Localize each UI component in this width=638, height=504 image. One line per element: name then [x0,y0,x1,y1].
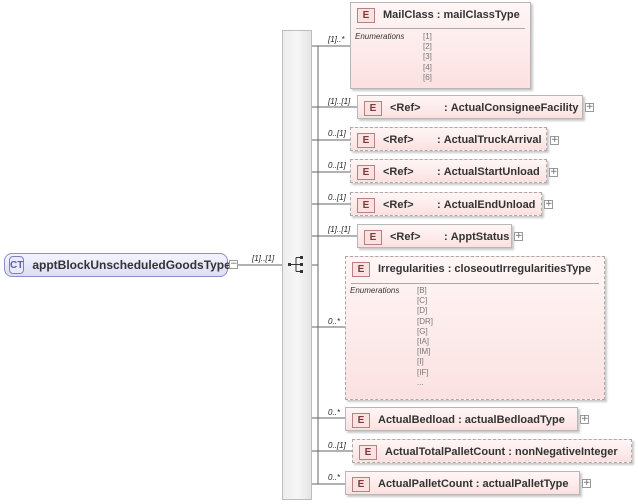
enumeration-value: [IF] [417,367,429,377]
element-mailclass-type: mailClassType [443,9,520,21]
element-actualendunload-name: ActualEndUnload [443,199,536,211]
enumeration-value: [C] [417,296,428,306]
element-badge: E [352,412,370,428]
enumeration-value: [1] [423,32,432,41]
expand-toggle[interactable]: + [549,167,558,177]
element-badge: E [364,229,382,245]
enumeration-value: [6] [423,72,432,82]
multiplicity-actualtruckarrival: 0..[1] [328,129,346,138]
type-separator: : [472,478,483,490]
multiplicity-actualbedload: 0..* [328,408,341,417]
ref-label: <Ref> [390,102,421,114]
element-actualtotalpalletcount-type: nonNegativeInteger [514,446,618,458]
enumeration-value: [3] [423,52,432,62]
enumeration-value: ... [417,377,424,387]
expand-toggle[interactable]: + [580,414,589,424]
complex-type-badge: CT [9,256,25,274]
enum-divider [351,283,599,284]
enumeration-value: [DR] [417,316,433,326]
sequence-icon [288,256,303,273]
element-actualconsigneefacility-name: ActualConsigneeFacility [450,102,579,114]
expand-toggle[interactable]: + [544,199,553,209]
element-actualpalletcount-type: actualPalletType [482,478,569,490]
element-badge: E [357,197,375,213]
collapse-toggle[interactable]: − [229,259,238,269]
enumeration-list: [B][C][D][DR][G][IA][IM][I][IF]... [417,286,433,388]
ref-label: <Ref> [383,134,414,146]
element-badge: E [352,261,370,277]
element-actualtotalpalletcount-name: ActualTotalPalletCount [385,446,506,458]
element-apptstatus[interactable]: E <Ref> : ApptStatus [357,224,512,248]
sequence-multiplicity: [1]..[1] [252,254,275,263]
element-actualbedload-name: ActualBedload [378,414,456,426]
expand-toggle[interactable]: + [585,102,594,112]
enumeration-value: [B] [417,286,427,295]
element-mailclass[interactable]: E MailClass : mailClassType Enumerations… [350,2,531,89]
multiplicity-actualconsigneefacility: [1]..[1] [328,97,351,106]
multiplicity-actualstartunload: 0..[1] [328,161,346,170]
element-actualbedload[interactable]: E ActualBedload : actualBedloadType [345,407,578,431]
type-separator: : [444,102,451,114]
expand-toggle[interactable]: + [514,231,523,241]
type-separator: : [437,199,444,211]
element-actualendunload[interactable]: E <Ref> : ActualEndUnload [350,192,542,216]
type-separator: : [433,9,444,21]
element-badge: E [357,132,375,148]
multiplicity-actualendunload: 0..[1] [328,193,346,202]
type-separator: : [455,414,465,426]
element-badge: E [359,444,377,460]
type-separator: : [437,166,444,178]
element-irregularities-type: closeoutIrregularitiesType [454,263,592,275]
element-badge: E [357,7,375,23]
multiplicity-actualtotalpalletcount: 0..[1] [328,441,346,450]
element-actualpalletcount-name: ActualPalletCount [378,478,473,490]
complex-type-box[interactable]: CT apptBlockUnscheduledGoodsType [4,253,231,277]
ref-label: <Ref> [383,199,414,211]
type-separator: : [444,231,451,243]
element-actualbedload-type: actualBedloadType [464,414,565,426]
element-actualconsigneefacility[interactable]: E <Ref> : ActualConsigneeFacility [357,95,583,119]
enumerations-label: Enumerations [350,286,400,295]
enumeration-value: [IM] [417,347,431,357]
enum-divider [356,28,525,29]
enumeration-value: [I] [417,357,424,367]
enumeration-value: [D] [417,306,428,316]
element-badge: E [357,164,375,180]
type-separator: : [444,263,455,275]
element-actualstartunload-name: ActualStartUnload [443,166,540,178]
ref-label: <Ref> [390,231,421,243]
element-mailclass-name: MailClass [383,9,434,21]
element-actualtotalpalletcount[interactable]: E ActualTotalPalletCount : nonNegativeIn… [352,439,632,463]
enumeration-value: [2] [423,42,432,52]
enumeration-list: [1][2][3][4][6] [423,32,432,83]
multiplicity-actualpalletcount: 0..* [328,473,341,482]
element-actualpalletcount[interactable]: E ActualPalletCount : actualPalletType [345,471,580,495]
enumeration-value: [4] [423,62,432,72]
enumerations-label: Enumerations [355,32,405,41]
element-irregularities[interactable]: E Irregularities : closeoutIrregularitie… [345,256,605,400]
element-actualtruckarrival[interactable]: E <Ref> : ActualTruckArrival [350,127,547,151]
element-badge: E [364,100,382,116]
enumeration-value: [G] [417,326,428,336]
ref-label: <Ref> [383,166,414,178]
type-separator: : [437,134,444,146]
expand-toggle[interactable]: + [582,478,591,488]
element-badge: E [352,476,370,492]
expand-toggle[interactable]: + [550,135,559,145]
element-actualtruckarrival-name: ActualTruckArrival [443,134,542,146]
element-actualstartunload[interactable]: E <Ref> : ActualStartUnload [350,159,547,183]
multiplicity-irregularities: 0..* [328,317,341,326]
multiplicity-mailclass: [1]..* [328,35,345,44]
element-apptstatus-name: ApptStatus [450,231,510,243]
type-separator: : [505,446,515,458]
multiplicity-apptstatus: [1]..[1] [328,225,351,234]
element-irregularities-name: Irregularities [378,263,445,275]
complex-type-name: apptBlockUnscheduledGoodsType [32,258,231,272]
enumeration-value: [IA] [417,337,430,347]
